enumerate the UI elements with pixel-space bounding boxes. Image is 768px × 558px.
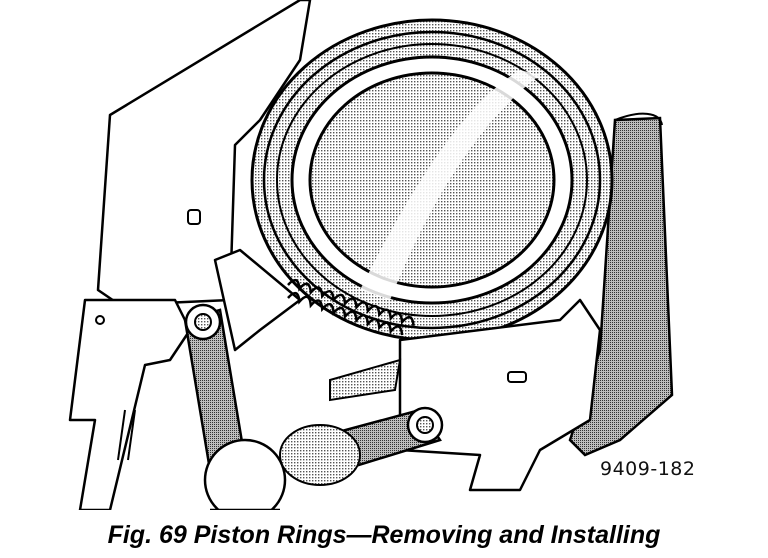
ring-spring bbox=[287, 278, 415, 336]
piston bbox=[250, 18, 614, 342]
tool-slots bbox=[95, 315, 136, 461]
illustration-number: 9409-182 bbox=[600, 458, 696, 480]
tool-pivot bbox=[203, 358, 402, 510]
figure-caption: Fig. 69 Piston Rings—Removing and Instal… bbox=[107, 521, 661, 549]
expander-tool-body bbox=[68, 0, 312, 510]
piston-ring-illustration bbox=[68, 0, 674, 510]
ring-compressor-band bbox=[187, 209, 602, 492]
